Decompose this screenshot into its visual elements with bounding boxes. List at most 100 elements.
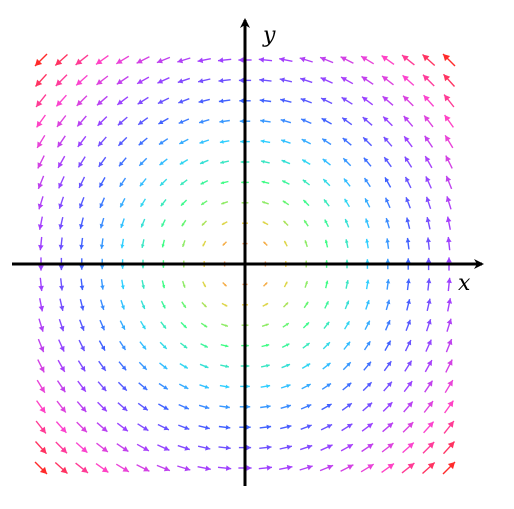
arrow-head [325,260,329,264]
field-arrow [383,360,392,372]
field-arrow [363,361,372,371]
field-arrow [56,380,66,393]
field-arrow [405,237,411,250]
arrow-head [204,344,208,348]
arrow-head [163,405,169,410]
field-arrow [139,178,147,187]
field-arrow [137,402,149,411]
arrow-head [79,285,85,291]
field-arrow [279,56,293,63]
field-arrow [222,282,227,287]
field-arrow [304,240,308,248]
arrow-head [305,322,309,326]
field-arrow [343,320,351,330]
arrow-head [266,424,272,430]
arrow-head [58,203,64,209]
field-arrow [425,216,431,230]
field-arrow [382,95,394,106]
field-arrow [96,95,108,106]
field-arrow [34,53,48,67]
field-arrow [381,442,394,453]
arrow-head [143,445,149,451]
arrow-head [39,406,46,413]
arrow-head [184,465,191,472]
field-arrow [281,343,290,349]
field-arrow [139,198,147,208]
arrow-head [162,345,167,349]
arrow-head [204,405,210,410]
arrow-head [205,445,211,451]
field-arrow [178,98,190,104]
field-arrow [259,424,272,430]
arrow-head [77,120,83,127]
field-arrow [59,298,65,312]
arrow-head [265,343,270,347]
field-arrow [320,77,333,84]
arrow-head [58,265,64,271]
arrow-head [445,175,452,182]
arrow-head [201,202,205,205]
arrow-head [39,386,45,393]
field-arrow [262,302,269,307]
field-arrow [97,381,107,392]
arrow-head [36,100,43,107]
arrow-head [365,198,369,203]
field-arrow [385,238,390,249]
field-arrow [424,155,433,169]
arrow-head [137,78,143,84]
arrow-head [321,97,327,103]
field-arrow [302,179,311,186]
arrow-head [424,135,431,142]
arrow-head [197,57,204,64]
field-arrow [54,53,68,67]
arrow-head [283,220,287,224]
arrow-head [246,384,250,389]
field-arrow [180,199,188,207]
field-arrow [422,441,435,454]
field-arrow [37,359,45,373]
field-arrow [324,300,330,309]
field-arrow [141,239,145,249]
arrow-head [225,344,229,348]
arrow-head [180,181,185,185]
field-arrow [118,361,127,371]
arrow-head [342,138,348,143]
arrow-head [246,424,251,430]
field-arrow [78,339,86,352]
field-arrow [324,239,329,248]
arrow-head [286,363,290,368]
field-arrow [75,442,88,454]
field-arrow [179,158,189,166]
arrow-head [178,99,184,104]
field-arrow [116,75,129,85]
field-arrow [381,463,395,473]
field-arrow [55,74,68,87]
arrow-head [447,441,455,449]
field-arrow [75,74,88,86]
field-arrow [282,200,290,206]
field-arrow [444,379,454,394]
field-arrow [319,464,334,472]
field-arrow [222,241,227,246]
arrow-head [320,56,327,63]
field-arrow [320,423,333,431]
arrow-head [324,219,328,224]
field-arrow [402,442,415,454]
field-arrow [406,299,411,311]
field-arrow [384,177,392,188]
field-arrow [405,217,411,229]
field-arrow [79,237,84,250]
field-arrow [197,445,211,451]
arrow-head [39,366,45,373]
arrow-head [157,99,164,104]
field-arrow [159,362,168,370]
arrow-head [447,380,453,387]
arrow-head [202,243,205,247]
arrow-head [39,426,46,434]
field-arrow [35,420,47,434]
field-arrow [382,401,393,412]
arrow-head [224,324,228,327]
field-arrow [363,157,372,167]
arrow-head [405,217,411,223]
field-arrow [77,135,87,148]
